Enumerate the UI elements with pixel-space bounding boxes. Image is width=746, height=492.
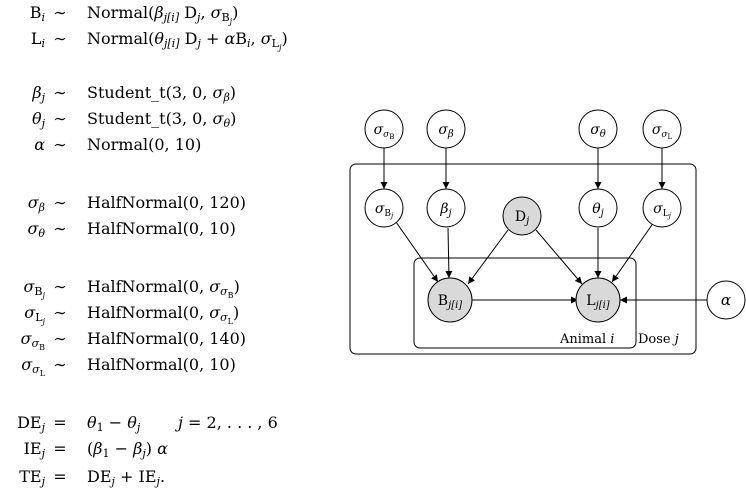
equation-rhs: HalfNormal(0, 140) <box>87 329 247 348</box>
node-sigma-theta: σθ <box>578 109 618 149</box>
node-D: Dj <box>502 196 542 236</box>
equation-row-beta: βj ∼ Student_t(3, 0, σβ) <box>0 82 330 104</box>
equation-row-sigma-Lj: σLj ∼ HalfNormal(0, σσL) <box>0 302 330 326</box>
edge-D-to-B <box>467 229 509 285</box>
equation-row-sigma-sigmaL: σσL ∼ HalfNormal(0, 10) <box>0 354 330 378</box>
node-sigma-Lj: σLj <box>642 188 682 228</box>
equation-relation: ∼ <box>53 277 67 296</box>
edge-sigma-Bj-to-B <box>395 221 439 283</box>
equation-rhs: HalfNormal(0, 10) <box>87 355 236 374</box>
node-sigma-sigmaL: σσL <box>642 109 682 149</box>
equation-rhs: (β1 − βj) α <box>87 439 168 460</box>
svg-text:Dj: Dj <box>515 209 529 227</box>
equation-relation: ∼ <box>53 3 67 22</box>
equation-relation: ∼ <box>53 29 67 48</box>
svg-text:βj: βj <box>439 201 451 219</box>
equation-row-TE: TEj = DEj + IEj. <box>0 466 330 488</box>
plate-dose-label: Dose j <box>638 332 679 347</box>
node-sigma-sigmaB: σσB <box>364 109 404 149</box>
equation-lhs: Bi <box>29 3 45 24</box>
equation-lhs: σσB <box>20 329 45 352</box>
equation-lhs: IEj <box>23 439 45 460</box>
equation-rhs: Normal(βj[i] Dj, σBj) <box>87 3 239 26</box>
equation-relation: ∼ <box>53 329 67 348</box>
equation-lhs: α <box>34 135 45 154</box>
equation-rhs: Student_t(3, 0, σθ) <box>87 109 237 130</box>
equation-row-theta: θj ∼ Student_t(3, 0, σθ) <box>0 108 330 130</box>
edge-sigma-Lj-to-L <box>611 221 655 283</box>
edge-beta-to-B <box>445 227 453 279</box>
equation-relation: ∼ <box>53 355 67 374</box>
equation-lhs: TEj <box>19 467 45 488</box>
equation-row-alpha: α ∼ Normal(0, 10) <box>0 134 330 156</box>
node-B: Bj[i] <box>427 277 473 323</box>
equation-relation: = <box>53 413 67 432</box>
plate-diagram: Animal i Dose j σσB σβ σθ σσL σBj <box>349 109 746 355</box>
equation-rhs: HalfNormal(0, 10) <box>87 219 236 238</box>
equation-relation: ∼ <box>53 303 67 322</box>
node-sigma-beta: σβ <box>426 109 466 149</box>
equation-note: j = 2, . . . , 6 <box>178 413 278 432</box>
plate-dose <box>349 163 697 355</box>
plate-animal-label: Animal i <box>559 332 614 347</box>
svg-text:σβ: σβ <box>438 122 454 140</box>
equation-lhs: σσL <box>21 355 45 378</box>
svg-text:σθ: σθ <box>590 122 606 140</box>
equation-relation: ∼ <box>53 135 67 154</box>
equation-lhs: σθ <box>27 219 45 240</box>
equation-rhs: Student_t(3, 0, σβ) <box>87 83 237 104</box>
svg-text:θj: θj <box>592 201 604 219</box>
equation-row-sigma-beta: σβ ∼ HalfNormal(0, 120) <box>0 192 330 214</box>
plate-animal <box>413 257 637 349</box>
svg-text:σBj: σBj <box>375 201 394 220</box>
equation-rhs: θ1 − θj <box>87 413 141 434</box>
equation-row-sigma-sigmaB: σσB ∼ HalfNormal(0, 140) <box>0 328 330 352</box>
node-theta: θj <box>578 188 618 228</box>
equation-row-IE: IEj = (β1 − βj) α <box>0 438 330 460</box>
equation-relation: ∼ <box>53 83 67 102</box>
equation-relation: ∼ <box>53 109 67 128</box>
equation-rhs: DEj + IEj. <box>87 467 166 488</box>
equation-lhs: σβ <box>27 193 45 214</box>
node-L: Lj[i] <box>575 277 621 323</box>
equation-lhs: σBj <box>23 277 46 300</box>
equation-lhs: θj <box>31 109 45 130</box>
equation-relation: ∼ <box>53 193 67 212</box>
node-sigma-Bj: σBj <box>364 188 404 228</box>
equation-lhs: Li <box>30 29 45 50</box>
svg-text:σσL: σσL <box>652 122 673 141</box>
equation-rhs: Normal(0, 10) <box>87 135 202 154</box>
equation-relation: = <box>53 467 67 486</box>
edge-D-to-L <box>535 229 583 285</box>
equation-row-DE: DEj = θ1 − θj j = 2, . . . , 6 <box>0 412 330 434</box>
equation-rhs: HalfNormal(0, σσB) <box>87 277 240 300</box>
equation-rhs: HalfNormal(0, 120) <box>87 193 247 212</box>
equation-relation: ∼ <box>53 219 67 238</box>
equation-row-B: Bi ∼ Normal(βj[i] Dj, σBj) <box>0 2 330 26</box>
equation-lhs: DEj <box>17 413 45 434</box>
svg-text:σσB: σσB <box>374 122 395 141</box>
node-alpha: α <box>706 280 746 320</box>
equation-row-sigma-theta: σθ ∼ HalfNormal(0, 10) <box>0 218 330 240</box>
equation-row-L: Li ∼ Normal(θj[i] Dj + αBi, σLj) <box>0 28 330 52</box>
equation-rhs: Normal(θj[i] Dj + αBi, σLj) <box>87 29 288 52</box>
node-beta: βj <box>426 188 466 228</box>
equation-row-sigma-Bj: σBj ∼ HalfNormal(0, σσB) <box>0 276 330 300</box>
svg-text:σLj: σLj <box>653 201 672 220</box>
equation-lhs: σLj <box>24 303 45 326</box>
equation-panel: Bi ∼ Normal(βj[i] Dj, σBj) Li ∼ Normal(θ… <box>0 0 330 492</box>
equation-rhs: HalfNormal(0, σσL) <box>87 303 240 326</box>
equation-relation: = <box>53 439 67 458</box>
svg-text:α: α <box>721 291 731 309</box>
equation-lhs: βj <box>32 83 45 104</box>
